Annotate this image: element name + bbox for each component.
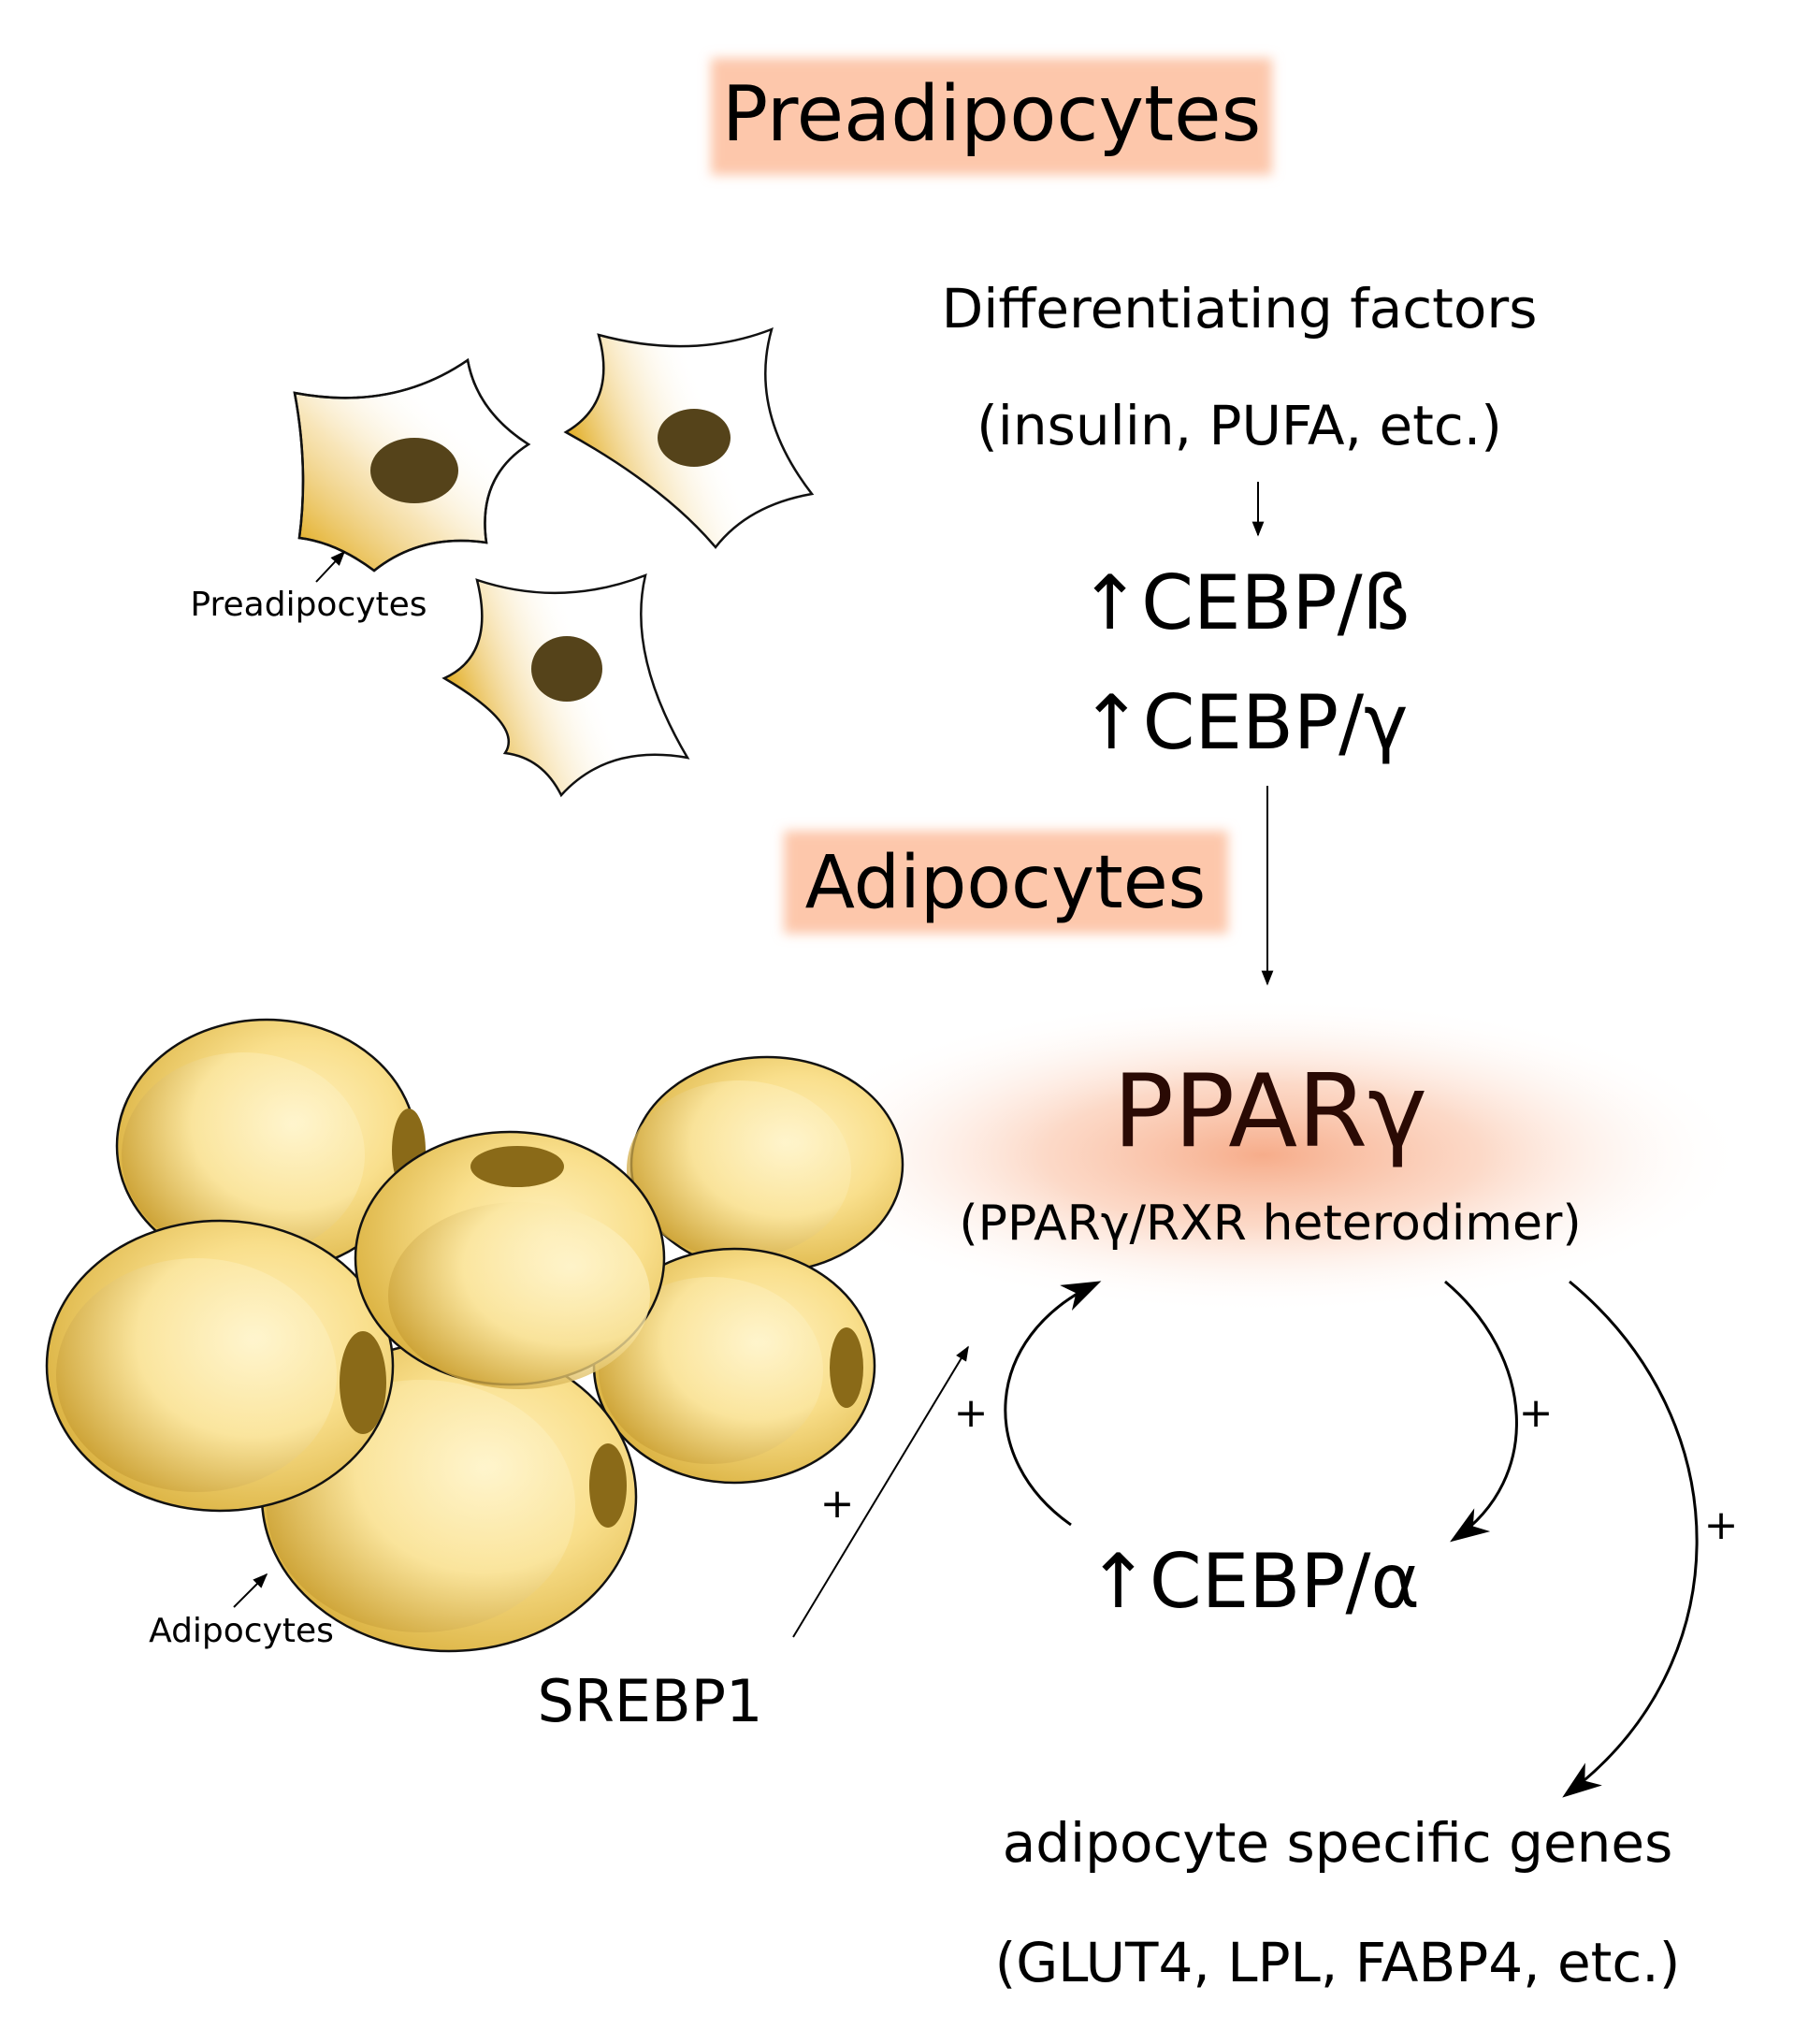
factors-line2: (insulin, PUFA, etc.): [977, 394, 1502, 457]
preadipocytes-pointer: [315, 550, 346, 583]
factors-line1: Differentiating factors: [942, 277, 1538, 341]
preadipocytes-cell-label: Preadipocytes: [190, 586, 427, 624]
plus-ppar-to-cebp-alpha: +: [1519, 1389, 1554, 1437]
cebp-beta-label: ↑CEBP/ß: [1078, 559, 1410, 646]
cebp-alpha-to-ppar-arrow: [1004, 1281, 1102, 1527]
nucleus-icon: [830, 1327, 863, 1408]
preadipocytes-stage-label: Preadipocytes: [722, 70, 1262, 159]
nucleus-icon: [531, 636, 602, 702]
srebp1-label: SREBP1: [538, 1667, 763, 1735]
cebp-gamma-label: ↑CEBP/γ: [1080, 679, 1409, 766]
genes-line1: adipocyte specific genes: [1003, 1811, 1673, 1875]
ppar-title: PPARγ: [1113, 1053, 1427, 1170]
adipocytes-pointer: [233, 1573, 268, 1608]
preadipocyte-cell-2: [563, 326, 815, 549]
nucleus-icon: [340, 1331, 386, 1434]
plus-srebp1: +: [820, 1480, 855, 1528]
nucleus-icon: [658, 409, 731, 467]
preadipocytes-highlight: [711, 58, 1272, 175]
ppar-to-genes-arrow: [1562, 1280, 1699, 1798]
nucleus-icon: [370, 438, 458, 503]
plus-ppar-to-genes: +: [1704, 1501, 1739, 1549]
ppar-glow: [776, 996, 1749, 1314]
preadipocyte-cell-1: [293, 357, 531, 573]
nucleus-icon: [470, 1146, 564, 1187]
cebp-alpha-label: ↑CEBP/α: [1087, 1538, 1420, 1625]
adipocytes-cell-label: Adipocytes: [149, 1612, 334, 1650]
ppar-to-cebp-alpha-arrow: [1444, 1280, 1518, 1543]
preadipocyte-cell-3: [441, 573, 690, 798]
nucleus-icon: [589, 1443, 627, 1528]
ppar-subtitle: (PPARγ/RXR heterodimer): [959, 1196, 1581, 1252]
adipocyte-cluster: [45, 1018, 904, 1653]
adipocytes-stage-label: Adipocytes: [805, 841, 1207, 925]
adipocytes-highlight: [784, 831, 1228, 934]
genes-line2: (GLUT4, LPL, FABP4, etc.): [995, 1931, 1681, 1994]
srebp1-to-ppar-arrow: [792, 1345, 969, 1638]
plus-cebp-alpha-to-ppar: +: [954, 1389, 989, 1437]
